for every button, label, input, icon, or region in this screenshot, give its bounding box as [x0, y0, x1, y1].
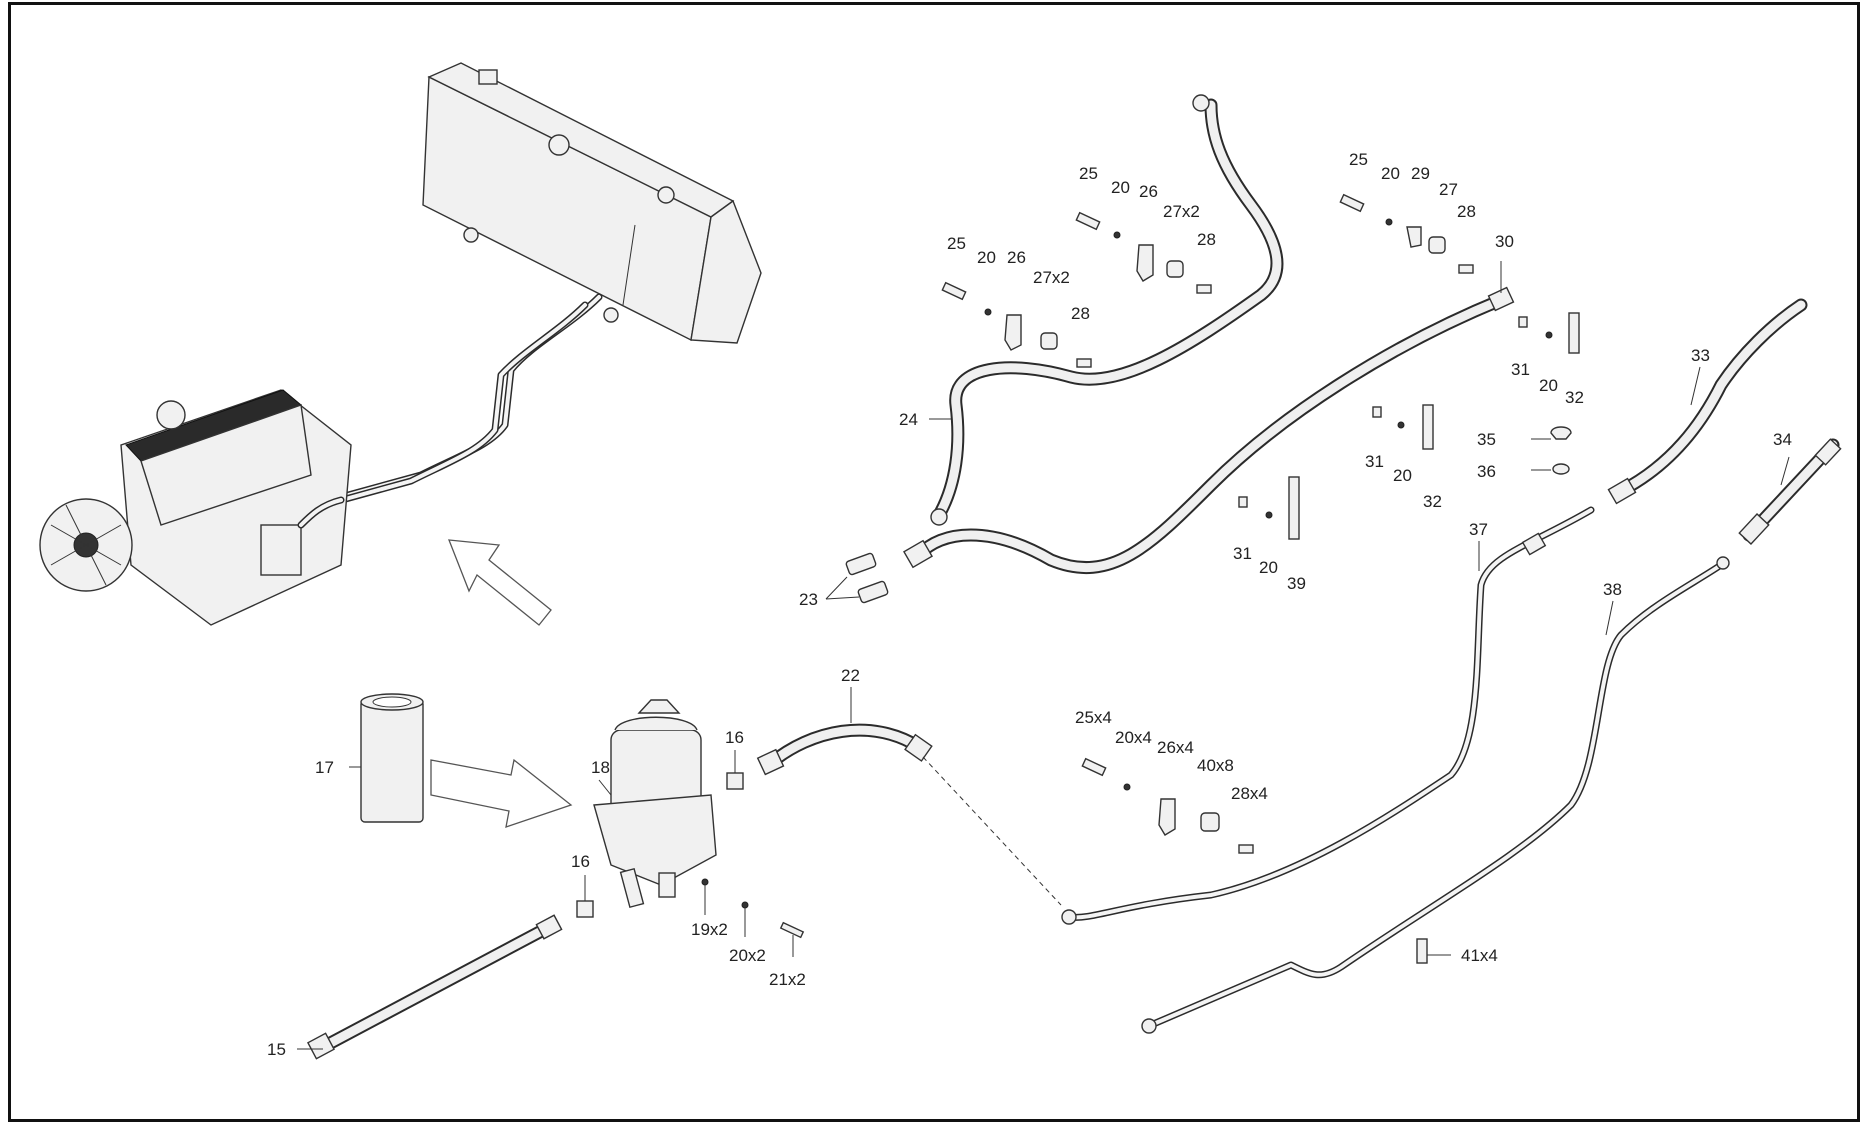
fastener-19	[701, 878, 709, 886]
callout-36: 36	[1477, 462, 1496, 481]
hose-34	[1738, 438, 1842, 545]
callout-27x2-a: 27x2	[1033, 268, 1070, 287]
fastener-20	[741, 901, 749, 909]
hose-24	[930, 94, 1284, 526]
hose-30	[903, 286, 1515, 575]
dashed-connection	[922, 756, 1062, 906]
callout-25-c: 25	[1349, 150, 1368, 169]
callout-19x2: 19x2	[691, 920, 728, 939]
diagram-frame: 15 16 16 17 18 19x2 20x2 21x2 22 23 24 2…	[8, 2, 1860, 1122]
callout-25-b: 25	[1079, 164, 1098, 183]
clamp-group-right	[1339, 193, 1474, 274]
leader-lines	[297, 261, 1790, 1050]
clamp-group-left	[941, 281, 1092, 368]
hose-15	[306, 914, 563, 1060]
callout-38: 38	[1603, 580, 1622, 599]
callout-28-a: 28	[1071, 304, 1090, 323]
callout-30: 30	[1495, 232, 1514, 251]
callout-15: 15	[267, 1040, 286, 1059]
callout-25-a: 25	[947, 234, 966, 253]
callout-28x4: 28x4	[1231, 784, 1268, 803]
callout-28-b: 28	[1197, 230, 1216, 249]
callout-34: 34	[1773, 430, 1792, 449]
fuel-tank	[422, 62, 762, 344]
clamp-group-x4	[1081, 757, 1428, 964]
callout-35: 35	[1477, 430, 1496, 449]
callout-20-b: 20	[1111, 178, 1130, 197]
callout-20-d: 20	[1539, 376, 1558, 395]
callout-26-b: 26	[1139, 182, 1158, 201]
callout-37: 37	[1469, 520, 1488, 539]
pipe-38	[1141, 556, 1730, 1034]
callout-40x8: 40x8	[1197, 756, 1234, 775]
hose-33	[1607, 298, 1808, 505]
callout-22: 22	[841, 666, 860, 685]
callout-16-upper: 16	[725, 728, 744, 747]
callout-26-a: 26	[1007, 248, 1026, 267]
callout-31-b: 31	[1365, 452, 1384, 471]
callout-20-a: 20	[977, 248, 996, 267]
callout-20-c: 20	[1381, 164, 1400, 183]
callout-32-a: 32	[1565, 388, 1584, 407]
adaptor-23	[845, 552, 889, 604]
callout-21x2: 21x2	[769, 970, 806, 989]
callout-29: 29	[1411, 164, 1430, 183]
filter-arrow	[430, 758, 573, 828]
callout-31-c: 31	[1233, 544, 1252, 563]
parts-diagram: 15 16 16 17 18 19x2 20x2 21x2 22 23 24 2…	[39, 62, 1842, 1060]
fitting-16-lower	[576, 900, 594, 918]
callout-20x2: 20x2	[729, 946, 766, 965]
tank-feed-lines	[327, 293, 603, 507]
callout-20-e: 20	[1393, 466, 1412, 485]
bracket-group-31-32	[1238, 312, 1580, 540]
callout-41x4: 41x4	[1461, 946, 1498, 965]
callout-16-lower: 16	[571, 852, 590, 871]
callout-17: 17	[315, 758, 334, 777]
callout-32-b: 32	[1423, 492, 1442, 511]
callout-27: 27	[1439, 180, 1458, 199]
callout-labels: 15 16 16 17 18 19x2 20x2 21x2 22 23 24 2…	[267, 150, 1792, 1059]
clamp-group-mid	[1075, 211, 1212, 294]
callout-20-f: 20	[1259, 558, 1278, 577]
callout-20x4: 20x4	[1115, 728, 1152, 747]
callout-39: 39	[1287, 574, 1306, 593]
filter-housing	[593, 699, 717, 909]
fastener-21	[779, 921, 805, 939]
hose-22	[756, 723, 933, 776]
callout-26x4: 26x4	[1157, 738, 1194, 757]
callout-31-a: 31	[1511, 360, 1530, 379]
callout-33: 33	[1691, 346, 1710, 365]
pipe-37	[1061, 506, 1595, 925]
direction-arrow	[448, 539, 552, 626]
callout-24: 24	[899, 410, 918, 429]
callout-27x2-b: 27x2	[1163, 202, 1200, 221]
filter-cartridge	[360, 693, 424, 823]
callout-23: 23	[799, 590, 818, 609]
callout-25x4: 25x4	[1075, 708, 1112, 727]
engine	[39, 389, 352, 626]
fitting-16-upper	[726, 772, 744, 790]
callout-28-c: 28	[1457, 202, 1476, 221]
callout-18: 18	[591, 758, 610, 777]
